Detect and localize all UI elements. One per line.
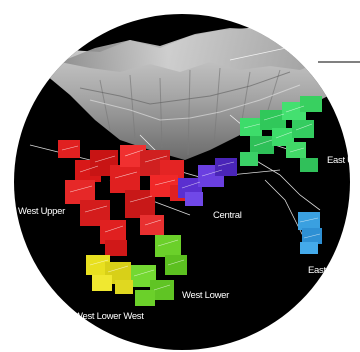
stope-zone-west-lower — [130, 235, 187, 306]
label-east-lower: East Lo — [308, 265, 339, 276]
label-west-lower: West Lower — [182, 290, 229, 301]
label-east-upper: East Upper — [327, 155, 360, 166]
stope-zone-east-lower — [298, 212, 322, 254]
stope-zone-central — [178, 158, 237, 206]
stope-zone-east-upper — [240, 96, 322, 172]
label-west-lower-west: West Lower West — [74, 311, 144, 322]
label-west-upper: West Upper — [18, 206, 65, 217]
label-central: Central — [213, 210, 242, 221]
stope-zone-west-upper — [58, 140, 190, 256]
rock-surface — [40, 28, 345, 160]
stope-zone-west-lower-west — [86, 255, 133, 294]
